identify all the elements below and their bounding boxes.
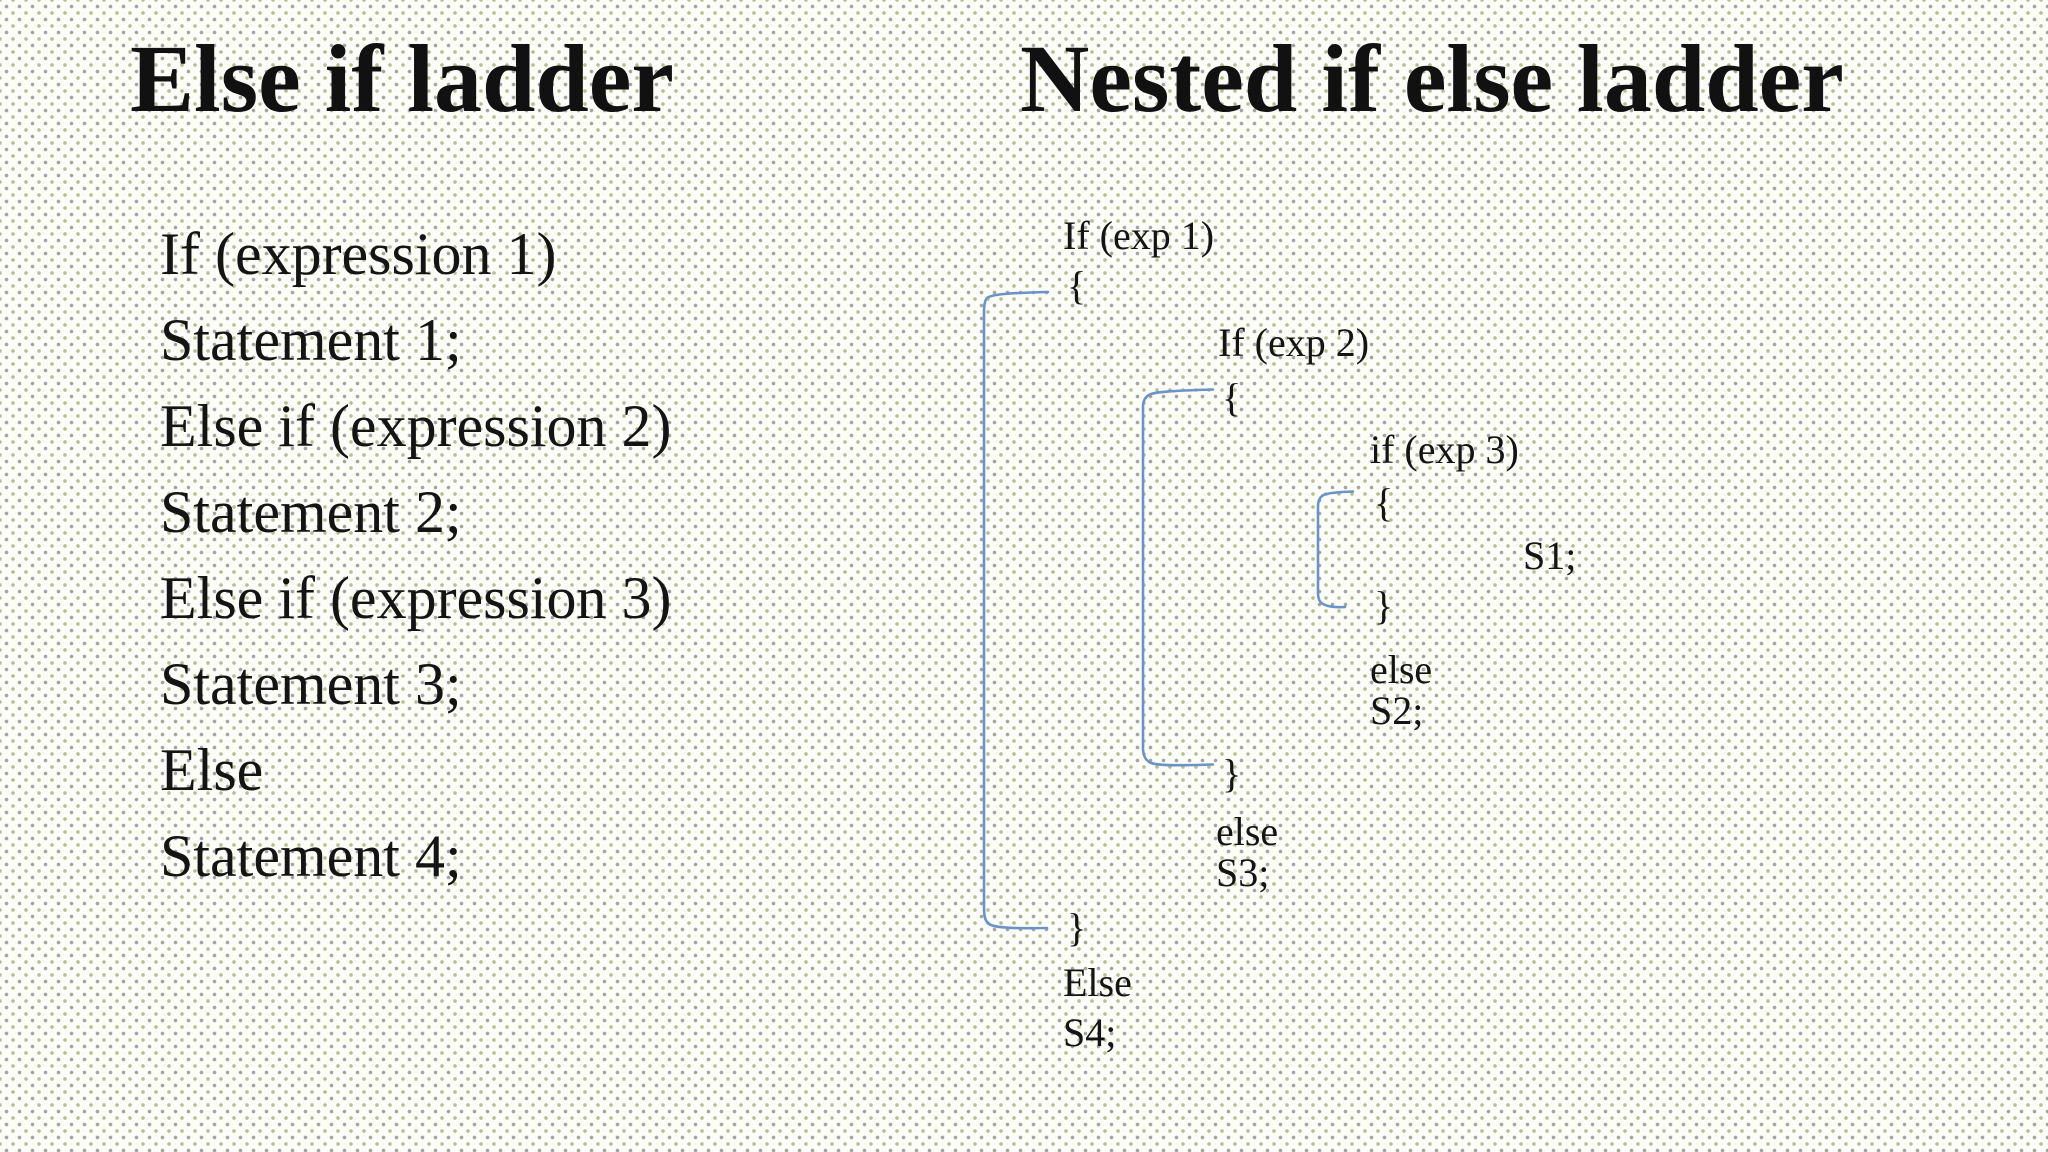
- close-brace-2: }: [1222, 751, 1242, 796]
- else-if-ladder-code: If (expression 1) Statement 1; Else if (…: [160, 211, 672, 899]
- code-line: Else: [160, 737, 264, 803]
- bracket-outer: [982, 290, 1050, 930]
- open-brace-3: {: [1374, 480, 1394, 525]
- code-line: Statement 1;: [160, 307, 462, 373]
- code-line: Else if (expression 2): [160, 393, 672, 459]
- code-token-s4: S4;: [1063, 1010, 1117, 1055]
- bracket-middle: [1141, 388, 1215, 767]
- code-token-s2: S2;: [1370, 688, 1424, 733]
- open-brace-1: {: [1067, 263, 1087, 308]
- code-token-if-exp2: If (exp 2): [1218, 320, 1370, 365]
- code-token-else-2: else: [1216, 809, 1279, 854]
- code-line: Else if (expression 3): [160, 565, 672, 631]
- close-brace-3: }: [1374, 583, 1394, 628]
- bracket-inner: [1316, 490, 1355, 609]
- open-brace-2: {: [1222, 375, 1242, 420]
- code-line: Statement 2;: [160, 479, 462, 545]
- code-token-if-exp3: if (exp 3): [1370, 427, 1519, 472]
- left-title: Else if ladder: [130, 25, 674, 132]
- code-line: If (expression 1): [160, 221, 557, 287]
- code-line: Statement 4;: [160, 823, 462, 889]
- code-token-else-3: else: [1370, 647, 1433, 692]
- code-token-if-exp1: If (exp 1): [1063, 213, 1215, 258]
- close-brace-1: }: [1067, 905, 1087, 950]
- code-token-else-1: Else: [1063, 960, 1132, 1005]
- code-line: Statement 3;: [160, 651, 462, 717]
- code-token-s3: S3;: [1216, 850, 1270, 895]
- code-token-s1: S1;: [1523, 533, 1577, 578]
- right-title: Nested if else ladder: [1020, 25, 1844, 132]
